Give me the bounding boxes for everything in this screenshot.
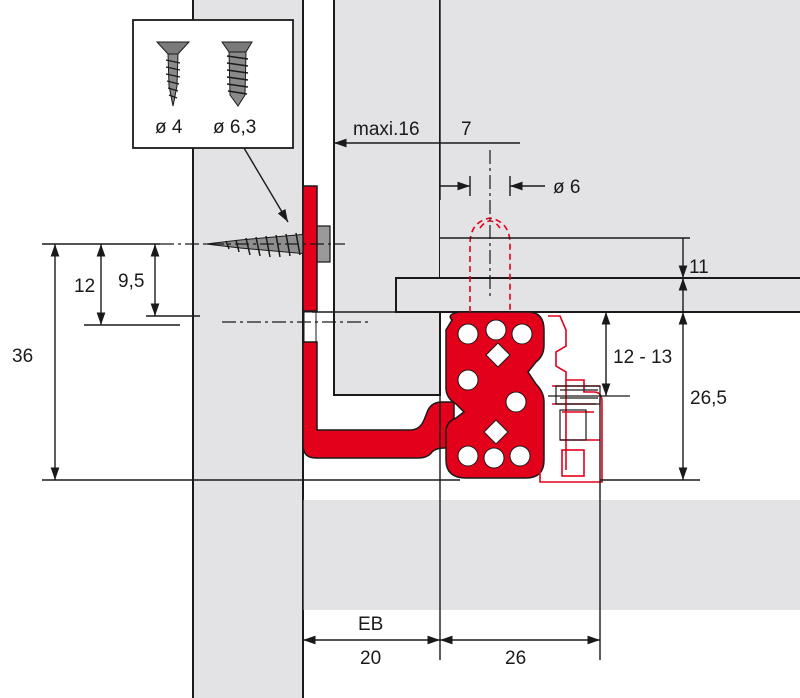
top-gap-label: 7 xyxy=(461,119,472,140)
locating-pin-hole xyxy=(469,150,511,312)
dimension-eb-20: EB 20 xyxy=(303,614,440,669)
dimension-36: 36 xyxy=(12,244,60,480)
eb-value: 20 xyxy=(360,648,381,669)
small-screw-label: ø 4 xyxy=(155,117,183,138)
dimension-hole-diameter: ø 6 xyxy=(440,176,580,198)
dimension-7: 7 xyxy=(440,119,520,144)
bottom-thickness-label: 11 xyxy=(689,257,709,278)
height-9-5-label: 9,5 xyxy=(118,271,144,292)
dimension-maxi-16: maxi.16 xyxy=(334,119,440,148)
dimension-9-5: 9,5 xyxy=(118,244,160,316)
centre-lines xyxy=(160,237,690,323)
cabinet-rail-profile xyxy=(302,185,455,459)
dimension-26-5: 26,5 xyxy=(678,312,727,480)
dimension-26: 26 xyxy=(440,635,600,669)
eb-label: EB xyxy=(358,614,383,635)
hole-diameter-label: ø 6 xyxy=(553,177,580,198)
height-total-label: 36 xyxy=(12,346,33,367)
countersunk-screw-icon xyxy=(155,41,191,107)
locking-device-outline xyxy=(539,379,630,483)
large-screw-label: ø 6,3 xyxy=(213,117,256,138)
height-26-5-label: 26,5 xyxy=(690,388,727,409)
drawer-bottom-panel xyxy=(395,277,800,313)
drawer-front-panel xyxy=(440,0,800,278)
chipboard-screw-icon xyxy=(221,41,253,107)
screw-inset-box: ø 4 ø 6,3 xyxy=(132,19,294,149)
drawer-side-panel xyxy=(333,0,441,396)
dimension-12-13: 12 - 13 xyxy=(601,312,672,396)
drawer-rail-profile xyxy=(445,311,567,479)
height-12-label: 12 xyxy=(74,276,95,297)
slide-width-label: 26 xyxy=(505,648,526,669)
inset-pointer-line xyxy=(243,147,289,223)
lower-background-panel xyxy=(303,500,800,610)
dimension-11: 11 xyxy=(678,238,709,312)
dimension-12: 12 xyxy=(74,244,106,325)
maxi-label: maxi.16 xyxy=(353,119,420,140)
height-12-13-label: 12 - 13 xyxy=(613,347,672,368)
